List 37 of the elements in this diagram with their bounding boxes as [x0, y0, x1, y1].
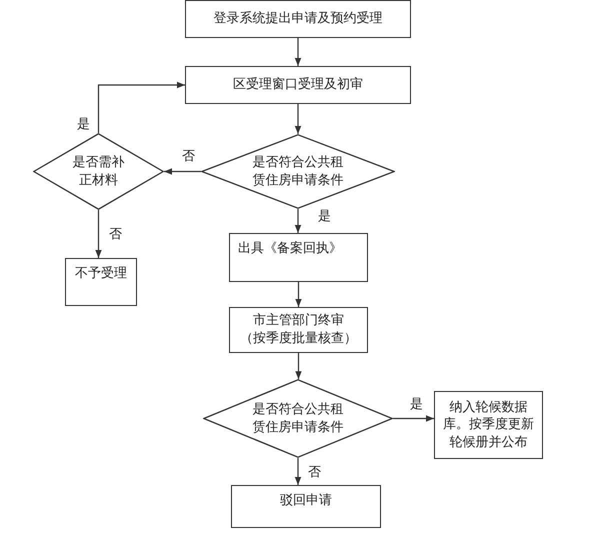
arrow	[393, 415, 434, 422]
edge-label: 否	[181, 149, 196, 165]
step-text: 区受理窗口受理及初审	[233, 76, 363, 94]
step-text: 不予受理	[75, 265, 127, 283]
decision-text: 是否符合公共租赁住房申请条件	[252, 400, 344, 436]
arrow	[294, 38, 302, 66]
arrow	[295, 282, 302, 307]
step-text: 纳入轮候数据库。按季度更新轮候册并公布	[443, 398, 534, 452]
decision-text: 是否需补正材料	[72, 154, 124, 190]
arrow	[98, 82, 185, 133]
edge-label: 否	[108, 227, 123, 243]
step-text: 市主管部门终审	[253, 312, 344, 330]
process-box	[65, 258, 137, 306]
arrow	[164, 168, 201, 175]
edge-label: 是	[317, 209, 332, 225]
step-text: 驳回申请	[280, 492, 332, 510]
process-box	[231, 485, 381, 528]
decision-diamond	[33, 133, 164, 210]
step-text: 出具《备案回执》	[238, 240, 342, 258]
arrow	[294, 209, 302, 233]
arrow	[95, 210, 102, 258]
process-box	[185, 66, 411, 104]
process-box	[185, 0, 411, 38]
arrow	[294, 104, 302, 134]
arrow	[294, 458, 302, 485]
edge-label: 是	[76, 117, 91, 133]
step-text: （按季度批量核查）	[240, 330, 357, 348]
decision-diamond	[203, 379, 393, 458]
process-box	[434, 391, 543, 459]
edge-label: 否	[307, 465, 322, 481]
edge-label: 是	[409, 397, 424, 413]
process-box	[229, 307, 368, 353]
decision-diamond	[201, 134, 395, 209]
decision-text: 是否符合公共租赁住房申请条件	[252, 154, 344, 190]
step-text: 登录系统提出申请及预约受理	[214, 10, 382, 28]
arrow	[295, 353, 302, 380]
process-box	[229, 233, 368, 282]
